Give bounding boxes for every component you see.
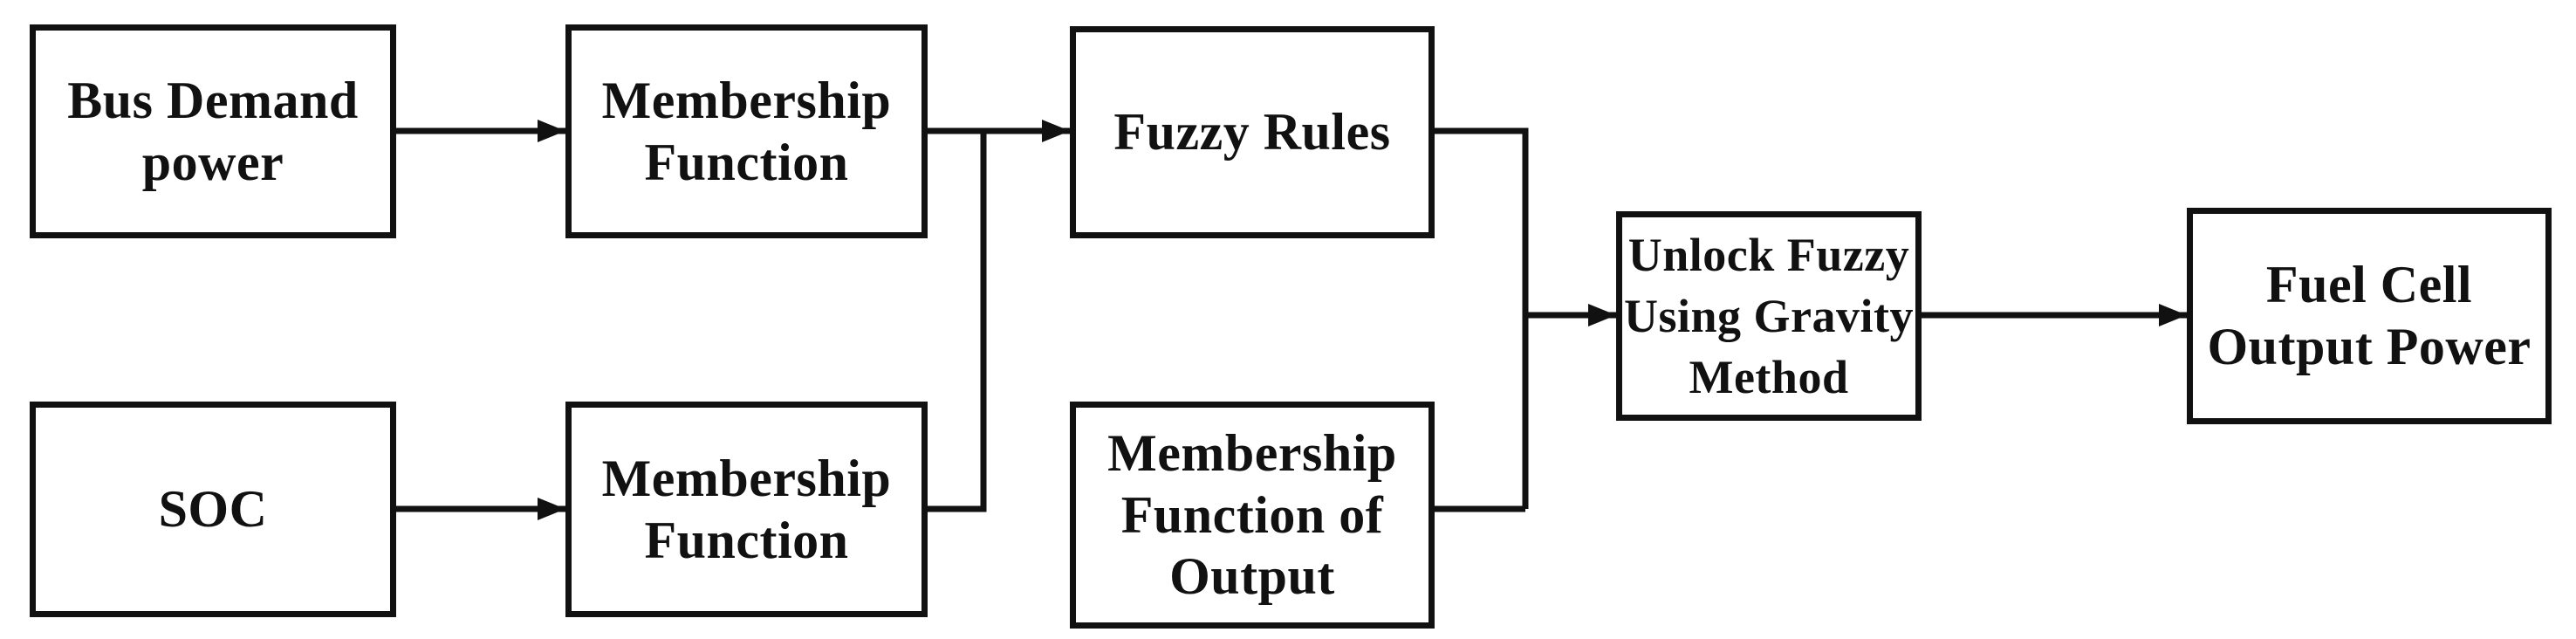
connector-membership-function-input2-to-left-junction [928, 131, 987, 512]
box-membership-function-of-output-label: Membership Function of Output [1107, 423, 1397, 606]
connector-fuzzy-rules-to-right-junction [1435, 127, 1529, 509]
box-membership-function-of-output: Membership Function of Output [1070, 402, 1435, 629]
box-soc: SOC [30, 402, 396, 617]
box-unlock-fuzzy-gravity-label: Unlock Fuzzy Using Gravity Method [1623, 228, 1914, 404]
box-bus-demand-power-label: Bus Demand power [67, 71, 359, 191]
box-membership-function-input1: Membership Function [565, 24, 928, 238]
box-bus-demand-power: Bus Demand power [30, 24, 396, 238]
box-unlock-fuzzy-gravity: Unlock Fuzzy Using Gravity Method [1616, 211, 1922, 421]
box-fuel-cell-output-power-label: Fuel Cell Output Power [2207, 256, 2531, 375]
box-fuzzy-rules-label: Fuzzy Rules [1113, 103, 1391, 161]
box-membership-function-input1-label: Membership Function [601, 71, 892, 191]
box-membership-function-input2-label: Membership Function [601, 449, 892, 569]
box-fuzzy-rules: Fuzzy Rules [1070, 26, 1435, 238]
box-membership-function-input2: Membership Function [565, 402, 928, 617]
box-fuel-cell-output-power: Fuel Cell Output Power [2187, 208, 2552, 424]
box-soc-label: SOC [158, 480, 268, 539]
